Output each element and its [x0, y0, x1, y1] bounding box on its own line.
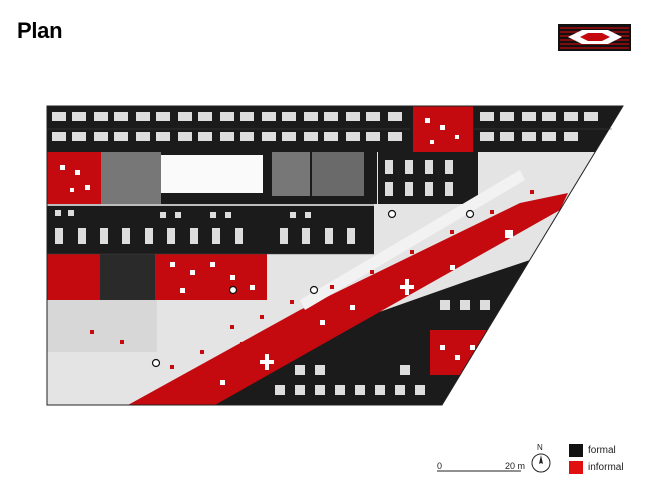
- legend-swatch-informal: [569, 461, 583, 474]
- legend-label-formal: formal: [588, 445, 616, 456]
- legend-informal: informal: [569, 461, 624, 474]
- legend-label-informal: informal: [588, 462, 624, 473]
- north-arrow-icon: [531, 453, 551, 473]
- key-plan-icon: [558, 24, 631, 51]
- scale-end-label: 20 m: [505, 461, 526, 471]
- scale-bar: [437, 470, 521, 472]
- page-title: Plan: [17, 18, 63, 43]
- legend-swatch-formal: [569, 444, 583, 457]
- north-label: N: [537, 443, 543, 452]
- scale-start-label: 0: [437, 461, 443, 471]
- legend-formal: formal: [569, 444, 616, 457]
